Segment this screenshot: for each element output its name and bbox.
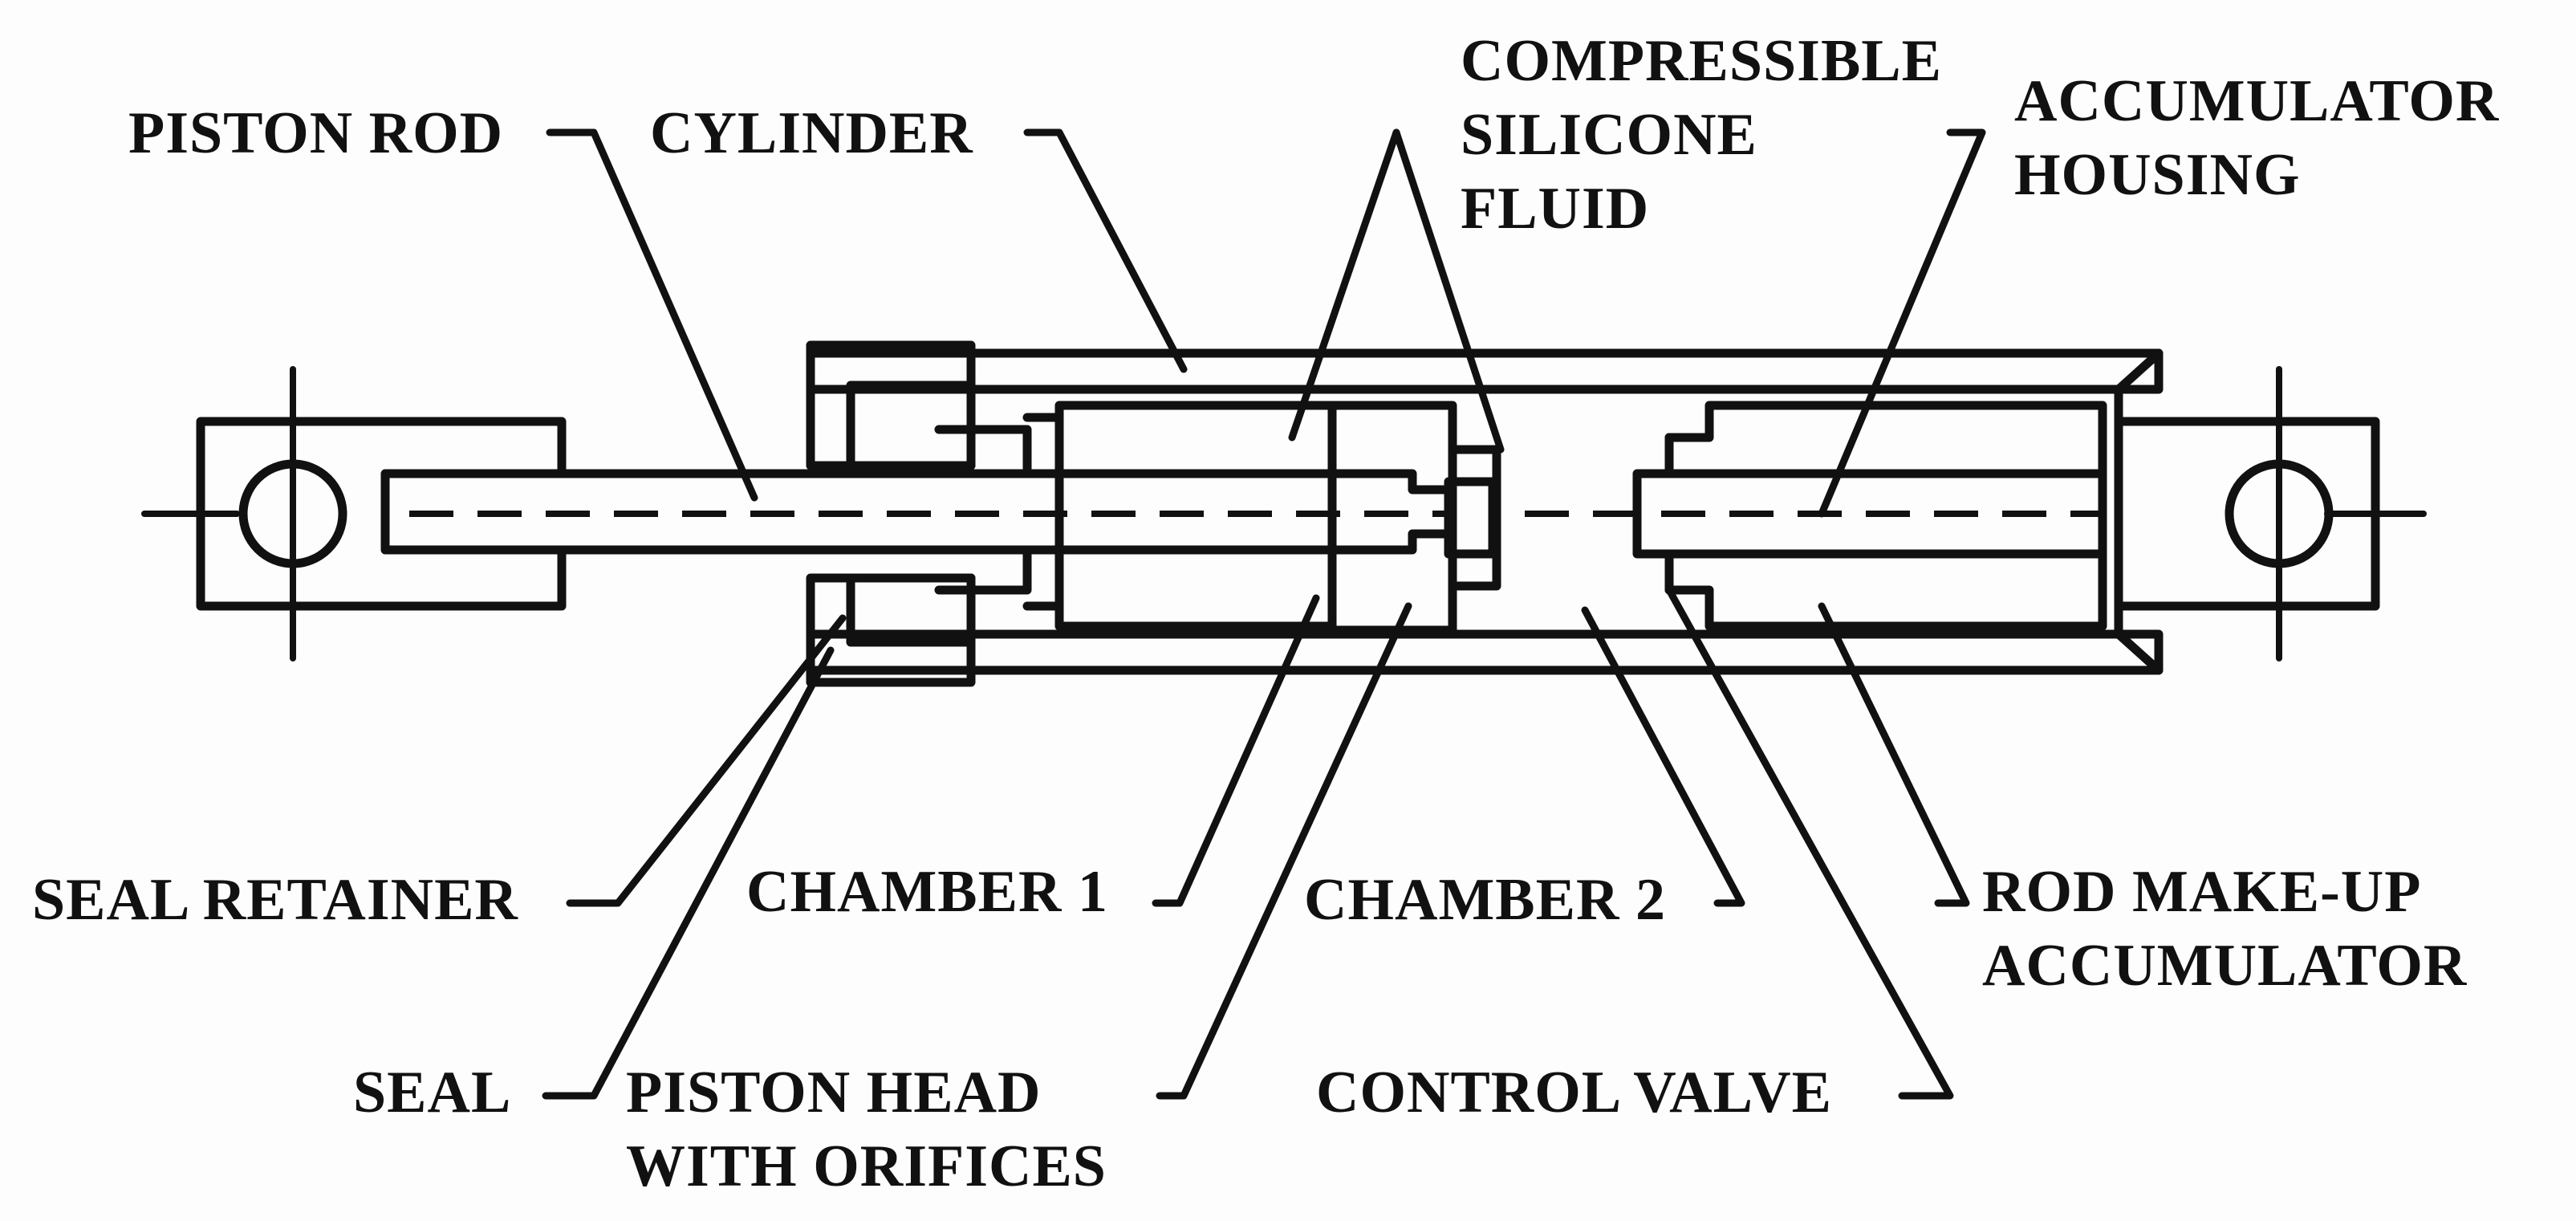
piston-rod	[409, 469, 1449, 555]
leader-lines	[542, 128, 1986, 1100]
label-piston-rod: PISTON ROD	[128, 100, 504, 166]
piston-head	[1327, 401, 1501, 635]
right-rod-end-fitting	[2114, 366, 2427, 661]
label-seal-retainer: SEAL RETAINER	[32, 867, 518, 933]
label-piston-head-with-orifices: PISTON HEAD WITH ORIFICES	[626, 1060, 1107, 1199]
label-chamber-2: CHAMBER 2	[1304, 867, 1666, 933]
label-accumulator-housing: ACCUMULATOR HOUSING	[2014, 68, 2500, 208]
left-rod-end-fitting	[141, 366, 570, 661]
label-chamber-1: CHAMBER 1	[746, 859, 1108, 925]
label-cylinder: CYLINDER	[650, 100, 973, 166]
label-compressible-silicone-fluid: COMPRESSIBLE SILICONE FLUID	[1461, 28, 1943, 242]
label-control-valve: CONTROL VALVE	[1316, 1060, 1832, 1125]
label-rod-makeup-accumulator: ROD MAKE-UP ACCUMULATOR	[1982, 859, 2468, 999]
control-valve	[1525, 401, 2107, 631]
label-seal: SEAL	[353, 1060, 512, 1125]
